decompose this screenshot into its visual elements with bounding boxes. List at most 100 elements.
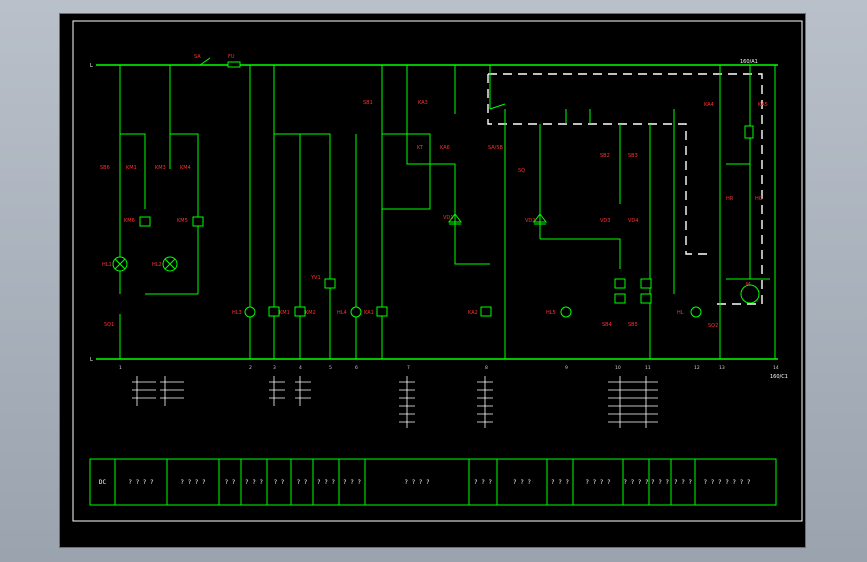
col4-wires	[489, 65, 675, 359]
ka1-coil	[376, 306, 388, 317]
title-block-cell: ? ? ?	[245, 479, 263, 486]
title-block-cell: ? ? ?	[651, 479, 669, 486]
col5-wires	[719, 65, 776, 359]
hl1-label: HL1	[102, 262, 112, 268]
title-block-cell: ? ?	[297, 479, 308, 486]
yv1-label: YV1	[310, 275, 321, 281]
sa-sel-label: SA/SB	[488, 145, 504, 151]
wire-no-6: 6	[355, 365, 358, 371]
title-block-cell: ? ? ? ?	[623, 479, 649, 486]
hr-label: HR	[726, 196, 734, 202]
km6-coil-b	[640, 293, 652, 304]
contact-xref-stacks	[132, 376, 658, 428]
drawing-frame: L L 160/A1 160/C1 SA FU HL1 HL2 KM6 KM5 …	[59, 13, 806, 548]
wire-no-3: 3	[273, 365, 276, 371]
edge-mark-top: L	[90, 63, 93, 69]
title-block-cell: ? ?	[274, 479, 285, 486]
ka2-coil	[480, 306, 492, 317]
wire-no-4: 4	[299, 365, 302, 371]
title-block-cell: ? ? ? ? ? ? ?	[704, 479, 751, 486]
km1-coil-label: KM1	[279, 310, 290, 316]
fu-fuse	[227, 61, 241, 68]
title-block-cell: ? ? ? ?	[128, 479, 154, 486]
ka4-label: KA4	[704, 102, 714, 108]
dashed-boundary-1	[488, 73, 763, 305]
wire-no-12: 12	[694, 365, 700, 371]
km6-label: KM6	[124, 218, 135, 224]
vd1-diode	[448, 213, 462, 225]
wire-no-10: 10	[615, 365, 621, 371]
wire-no-13: 13	[719, 365, 725, 371]
km2-coil-label: KM2	[305, 310, 316, 316]
hl-lamps-x	[114, 258, 176, 270]
vd2-label: VD2	[525, 218, 535, 224]
vd4-label: VD4	[628, 218, 638, 224]
title-block-cell: ? ? ?	[674, 479, 692, 486]
col3-wires	[355, 65, 490, 359]
sq-label: SQ	[518, 168, 525, 174]
wire-no-11: 11	[645, 365, 651, 371]
motor	[740, 284, 760, 304]
title-block-cell: ? ? ? ?	[585, 479, 611, 486]
hl2-label: HL2	[152, 262, 162, 268]
sq1-label: SQ1	[104, 322, 114, 328]
vd3-label: VD3	[600, 218, 610, 224]
km5-coil-b	[614, 293, 626, 304]
ka2-label: KA2	[468, 310, 478, 316]
wire-no-5: 5	[329, 365, 332, 371]
vd1-label: VD1	[443, 215, 453, 221]
title-block-cell: ? ? ?	[474, 479, 492, 486]
km4-coil	[640, 278, 652, 289]
hl5-lamp	[560, 306, 572, 318]
km3-coil	[614, 278, 626, 289]
sb6-label: SB6	[100, 165, 110, 171]
title-block-cell: ? ? ?	[513, 479, 531, 486]
wire-no-14: 14	[773, 365, 779, 371]
km1-coil	[268, 306, 280, 317]
title-block-cell: ? ? ?	[551, 479, 569, 486]
sq2-label: SQ2	[708, 323, 718, 329]
wire-no-7: 7	[407, 365, 410, 371]
km5-coil	[192, 216, 204, 227]
vd2-diode	[533, 213, 547, 225]
title-block-cell: ? ? ? ?	[404, 479, 430, 486]
km4-label: KM4	[180, 165, 191, 171]
ka1-label: KA1	[364, 310, 374, 316]
km2-coil	[294, 306, 306, 317]
yv1-coil	[324, 278, 336, 289]
km6-coil	[139, 216, 151, 227]
ka5-label: KA5	[758, 102, 768, 108]
hl-right-label: HL	[677, 310, 684, 316]
wire-no-8: 8	[485, 365, 488, 371]
title-block-cell: ? ? ?	[343, 479, 361, 486]
sa-label: SA	[194, 54, 201, 60]
col2-wires	[249, 65, 331, 359]
title-block-cell: ? ?	[225, 479, 236, 486]
ka6-label: KA6	[440, 145, 450, 151]
sb5-label: SB5	[628, 322, 638, 328]
title-block	[89, 458, 777, 506]
hl3-label: HL3	[232, 310, 242, 316]
kt-label: KT	[417, 145, 424, 151]
wire-no-2: 2	[249, 365, 252, 371]
edge-mark-bottom: L	[90, 357, 93, 363]
title-block-cells: DC? ? ? ?? ? ? ?? ?? ? ?? ?? ?? ? ?? ? ?…	[99, 459, 751, 505]
cb-label-top: 160/A1	[740, 59, 758, 65]
title-block-cell: ? ? ? ?	[180, 479, 206, 486]
hl-lamp-right	[690, 306, 702, 318]
km3-label: KM3	[155, 165, 166, 171]
drawing-border	[72, 20, 803, 522]
fu-label: FU	[228, 54, 235, 60]
sb2-label: SB2	[600, 153, 610, 159]
title-block-cell: DC	[99, 479, 107, 486]
dashed-boundary-2	[487, 74, 712, 255]
motor-label: M	[746, 282, 750, 288]
km5-label: KM5	[177, 218, 188, 224]
sb1-label: SB1	[363, 100, 373, 106]
km1-label: KM1	[126, 165, 137, 171]
hg-label: HG	[755, 196, 763, 202]
wire-no-9: 9	[565, 365, 568, 371]
hl4-lamp	[350, 306, 362, 318]
hl5-label: HL5	[546, 310, 556, 316]
cb-label-bottom: 160/C1	[770, 374, 788, 380]
